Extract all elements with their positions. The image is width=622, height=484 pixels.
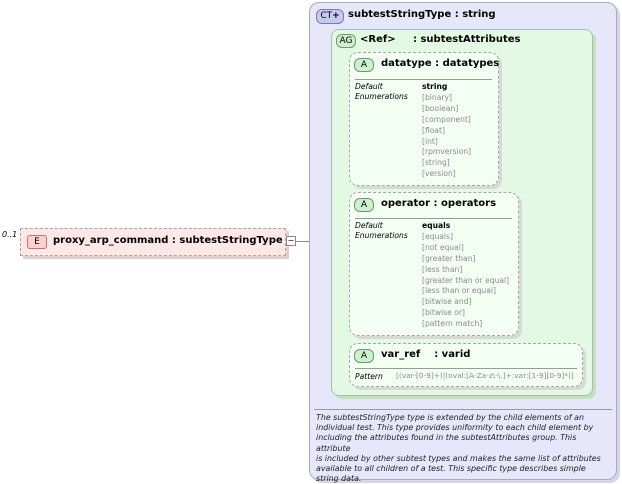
attribute-divider bbox=[355, 368, 577, 369]
enum-value: [bitwise or] bbox=[422, 308, 465, 318]
enum-value: [string] bbox=[422, 158, 450, 168]
pattern-label: Pattern bbox=[355, 372, 383, 381]
enum-value: [pattern match] bbox=[422, 319, 483, 329]
element-node[interactable]: E proxy_arp_command : subtestStringType bbox=[20, 228, 286, 256]
default-value: equals bbox=[422, 221, 451, 230]
attribute-badge: A bbox=[354, 58, 374, 72]
description-line: individual test. This type provides unif… bbox=[316, 423, 594, 433]
default-label: Default bbox=[355, 82, 383, 91]
enumerations-label: Enumerations bbox=[355, 92, 408, 101]
attribute-group-badge: AG bbox=[336, 34, 356, 48]
attribute-badge: A bbox=[354, 349, 374, 363]
default-value: string bbox=[422, 82, 448, 91]
attribute-badge: A bbox=[354, 198, 374, 212]
enum-value: [version] bbox=[422, 169, 456, 179]
attribute-divider bbox=[355, 218, 512, 219]
enum-value: [less than] bbox=[422, 264, 463, 274]
attribute-group-title: : subtestAttributes bbox=[413, 34, 521, 45]
enum-value: [float] bbox=[422, 125, 445, 135]
attribute-title: datatype : datatypes bbox=[381, 58, 500, 69]
enumeration-values: string [binary] [boolean] [component] [f… bbox=[422, 82, 471, 180]
type-description: The subtestStringType type is extended b… bbox=[316, 413, 612, 484]
expand-collapse-button[interactable]: − bbox=[286, 236, 296, 246]
pattern-value: [(var-[0-9]+)|(oval:[A-Za-z\-\.]+:var:[1… bbox=[396, 371, 574, 380]
attribute-title: var_ref : varid bbox=[381, 349, 471, 360]
attribute-title: operator : operators bbox=[381, 198, 497, 209]
element-badge: E bbox=[27, 235, 47, 249]
description-divider bbox=[314, 409, 612, 410]
complex-type-title: subtestStringType : string bbox=[348, 9, 496, 20]
enum-value: [less than or equal] bbox=[422, 286, 496, 296]
description-line: The subtestStringType type is extended b… bbox=[316, 413, 584, 422]
enum-value: [boolean] bbox=[422, 103, 459, 113]
enum-value: [not equal] bbox=[422, 242, 464, 252]
description-line: including the attributes found in the su… bbox=[316, 433, 577, 453]
attribute-var-ref[interactable]: A var_ref : varid Pattern [(var-[0-9]+)|… bbox=[349, 343, 583, 387]
attribute-group-ref: <Ref> bbox=[360, 34, 396, 45]
enum-value: [bitwise and] bbox=[422, 297, 472, 307]
enum-value: [rpmversion] bbox=[422, 147, 472, 157]
plus-icon: + bbox=[332, 11, 340, 21]
attribute-divider bbox=[355, 79, 492, 80]
enumerations-label: Enumerations bbox=[355, 231, 408, 240]
enum-value: [equals] bbox=[422, 231, 453, 241]
description-line: is included by other subtest types and m… bbox=[316, 453, 601, 463]
enum-value: [int] bbox=[422, 136, 438, 146]
occurrence-label: 0..1 bbox=[2, 230, 18, 239]
enum-value: [greater than or equal] bbox=[422, 275, 510, 285]
enum-value: [greater than] bbox=[422, 253, 476, 263]
attribute-datatype[interactable]: A datatype : datatypes Default Enumerati… bbox=[349, 52, 499, 186]
description-line: string data. bbox=[316, 474, 362, 484]
default-label: Default bbox=[355, 221, 383, 230]
description-line: available to all children of a test. Thi… bbox=[316, 464, 586, 474]
enum-value: [component] bbox=[422, 114, 471, 124]
complex-type-badge: CT+ bbox=[316, 9, 344, 24]
element-title: proxy_arp_command : subtestStringType bbox=[53, 235, 283, 246]
enumeration-values: equals [equals] [not equal] [greater tha… bbox=[422, 221, 509, 330]
connector-element-to-type bbox=[295, 241, 310, 242]
attribute-operator[interactable]: A operator : operators Default Enumerati… bbox=[349, 192, 519, 336]
enum-value: [binary] bbox=[422, 92, 452, 102]
